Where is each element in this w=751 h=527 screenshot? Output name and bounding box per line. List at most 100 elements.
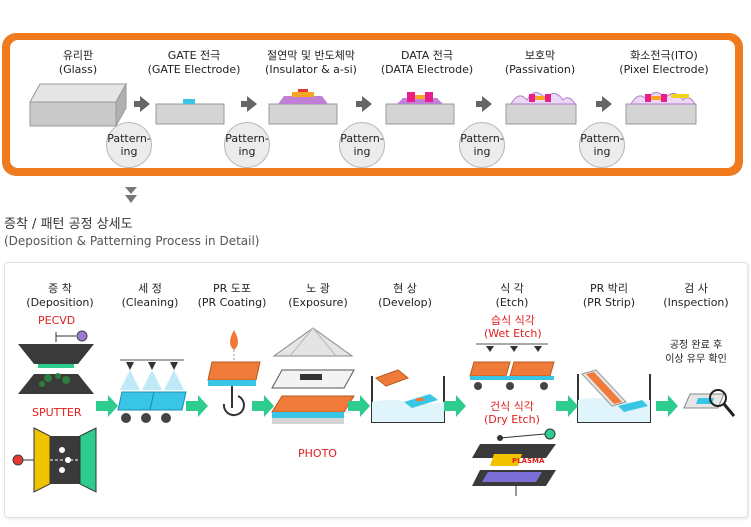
flow-arrow-icon (241, 96, 257, 112)
detail-step-pr-coating: PR 도포(PR Coating) (194, 282, 270, 310)
detail-step-ko: 세 정 (138, 282, 162, 295)
gate-electrode-illustration (155, 99, 225, 125)
detail-step-cleaning: 세 정(Cleaning) (116, 282, 184, 310)
detail-step-deposition: 증 착(Deposition) (22, 282, 98, 310)
patterning-badge: Pattern-ing (459, 122, 505, 168)
section-subtitle: (Deposition & Patterning Process in Deta… (4, 234, 260, 248)
detail-step-ko: PR 도포 (212, 282, 251, 295)
step-insulator-en: (Insulator & a-si) (265, 63, 357, 76)
develop-illustration (371, 369, 445, 423)
green-arrow-icon (96, 395, 118, 417)
step-gate-label: GATE 전극(GATE Electrode) (144, 49, 244, 77)
green-arrow-icon (186, 395, 208, 417)
wet-etch-label: 습식 식각(Wet Etch) (484, 314, 542, 340)
pecvd-chamber-illustration (18, 330, 94, 394)
step-insulator-ko: 절연막 및 반도체막 (267, 49, 355, 62)
exposure-illustration (271, 327, 355, 424)
patterning-badge: Pattern-ing (579, 122, 625, 168)
step-data-label: DATA 전극(DATA Electrode) (374, 49, 480, 77)
dry-etch-illustration (472, 428, 556, 496)
step-data-en: (DATA Electrode) (380, 63, 474, 76)
detail-step-en: (Exposure) (288, 296, 348, 309)
inspection-note-line1: 공정 완료 후 (669, 340, 723, 351)
patterning-text-1: Pattern- (340, 132, 384, 145)
dry-etch-en: (Dry Etch) (484, 413, 540, 426)
patterning-text-1: Pattern- (460, 132, 504, 145)
detail-step-en: (Deposition) (26, 296, 94, 309)
green-arrow-icon (656, 395, 678, 417)
detail-step-exposure: 노 광(Exposure) (282, 282, 354, 310)
sputter-label: SPUTTER (32, 406, 82, 419)
down-arrow-icon (125, 187, 137, 203)
step-glass-en: (Glass) (58, 63, 98, 76)
wet-etch-en: (Wet Etch) (484, 327, 542, 340)
passivation-illustration (505, 92, 577, 125)
patterning-text-2: ing (120, 145, 138, 158)
inspection-illustration (683, 389, 736, 417)
flow-arrow-icon (134, 96, 150, 112)
detail-step-ko: 증 착 (48, 282, 72, 295)
detail-step-ko: 식 각 (500, 282, 524, 295)
patterning-text-2: ing (593, 145, 611, 158)
detail-step-en: (Cleaning) (121, 296, 179, 309)
green-arrow-icon (348, 395, 370, 417)
flow-arrow-icon (476, 96, 492, 112)
detail-step-pr-strip: PR 박리(PR Strip) (574, 282, 644, 310)
step-pixel-en: (Pixel Electrode) (619, 63, 709, 76)
inspection-note-line2: 이상 유무 확인 (665, 354, 727, 365)
detail-step-etch: 식 각(Etch) (486, 282, 538, 310)
patterning-badge: Pattern-ing (106, 122, 152, 168)
patterning-badge: Pattern-ing (339, 122, 385, 168)
patterning-badge: Pattern-ing (224, 122, 270, 168)
dry-etch-ko: 건식 식각 (489, 400, 534, 413)
detail-step-en: (Inspection) (663, 296, 729, 309)
step-pixel-label: 화소전극(ITO)(Pixel Electrode) (612, 49, 716, 77)
patterning-text-2: ing (353, 145, 371, 158)
patterning-text-2: ing (473, 145, 491, 158)
detail-step-ko: 노 광 (306, 282, 330, 295)
detail-step-ko: 현 상 (393, 282, 417, 295)
section-title: 증착 / 패턴 공정 상세도 (4, 217, 133, 232)
step-insulator-label: 절연막 및 반도체막(Insulator & a-si) (256, 49, 366, 77)
step-gate-ko: GATE 전극 (167, 49, 221, 62)
green-arrow-icon (252, 395, 274, 417)
patterning-text-1: Pattern- (107, 132, 151, 145)
detail-step-en: (Develop) (378, 296, 432, 309)
detail-step-en: (PR Strip) (582, 296, 636, 309)
dry-etch-label: 건식 식각(Dry Etch) (484, 400, 540, 426)
detail-step-ko: PR 박리 (589, 282, 628, 295)
detail-step-inspection: 검 사(Inspection) (660, 282, 732, 310)
pr-coating-illustration (207, 330, 261, 417)
step-glass-label: 유리판(Glass) (48, 49, 108, 77)
photo-label: PHOTO (298, 447, 337, 460)
sputter-chamber-illustration (12, 427, 97, 493)
step-passivation-label: 보호막(Passivation) (498, 49, 582, 77)
detail-step-ko: 검 사 (684, 282, 708, 295)
step-passivation-ko: 보호막 (524, 49, 556, 62)
pr-strip-illustration (577, 369, 651, 423)
green-arrow-icon (444, 395, 466, 417)
step-data-ko: DATA 전극 (400, 49, 454, 62)
wet-etch-ko: 습식 식각 (490, 314, 535, 327)
flow-arrow-icon (596, 96, 612, 112)
detail-step-en: (Etch) (495, 296, 529, 309)
data-electrode-illustration (385, 92, 455, 125)
detail-step-en: (PR Coating) (197, 296, 267, 309)
pecvd-label: PECVD (38, 314, 76, 327)
step-pixel-ko: 화소전극(ITO) (630, 49, 698, 62)
flow-arrow-icon (356, 96, 372, 112)
green-arrow-icon (556, 395, 578, 417)
wet-etch-illustration (469, 343, 555, 390)
step-glass-ko: 유리판 (62, 49, 94, 62)
patterning-text-1: Pattern- (580, 132, 624, 145)
step-gate-en: (GATE Electrode) (147, 63, 241, 76)
detail-step-develop: 현 상(Develop) (372, 282, 438, 310)
patterning-text-1: Pattern- (225, 132, 269, 145)
plasma-label: PLASMA (512, 457, 545, 465)
step-passivation-en: (Passivation) (504, 63, 576, 76)
patterning-text-2: ing (238, 145, 256, 158)
pixel-electrode-illustration (625, 92, 697, 125)
cleaning-illustration (117, 359, 187, 423)
insulator-illustration (268, 89, 338, 125)
